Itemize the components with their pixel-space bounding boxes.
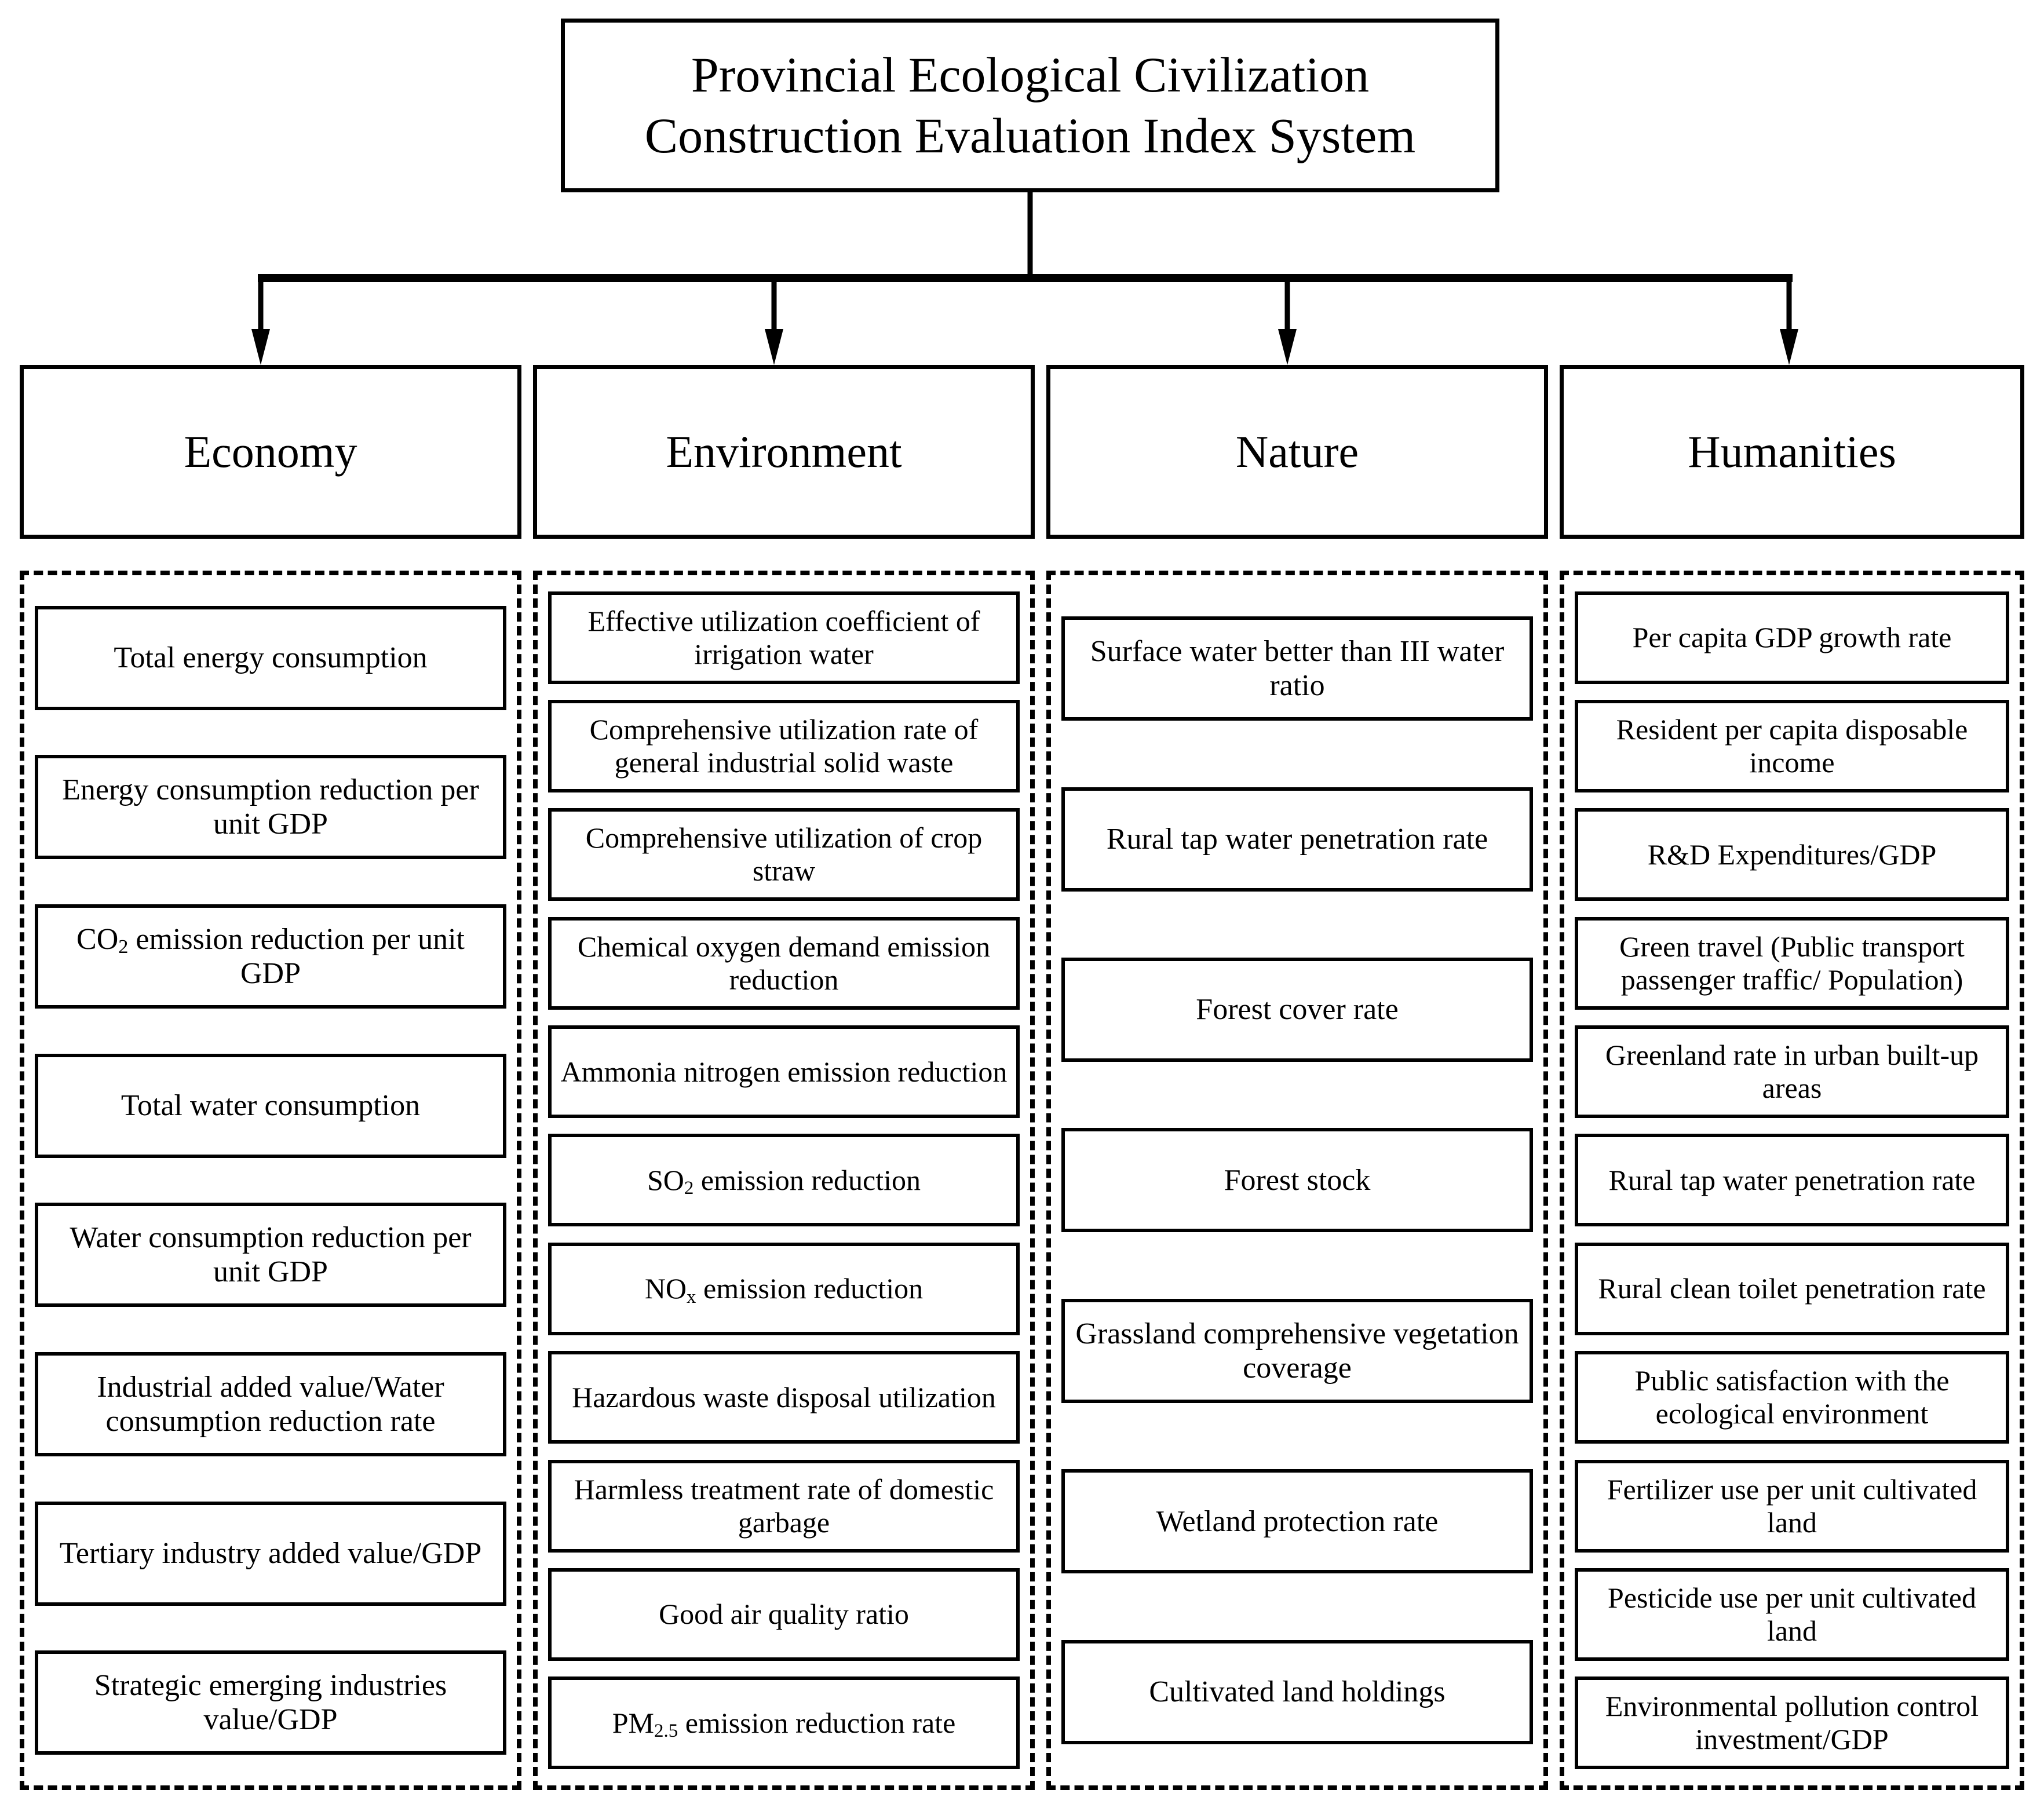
indicator-label: Water consumption reduction per unit GDP (70, 1221, 472, 1289)
category-box-humanities[interactable]: Humanities (1560, 365, 2024, 539)
indicator-label: Tertiary industry added value/GDP (59, 1536, 482, 1570)
indicator-box[interactable]: Good air quality ratio (548, 1568, 1020, 1661)
indicator-label: Harmless treatment rate of domestic garb… (574, 1473, 994, 1539)
indicator-label: Environmental pollution control investme… (1605, 1690, 1979, 1756)
indicator-box[interactable]: Green travel (Public transport passenger… (1575, 916, 2009, 1010)
indicator-label: R&D Expenditures/GDP (1647, 838, 1937, 871)
indicator-box[interactable]: Effective utilization coefficient of irr… (548, 591, 1020, 684)
indicator-label: NOx emission reduction (644, 1272, 924, 1307)
arrowhead-economy (251, 329, 270, 365)
indicator-box[interactable]: Forest cover rate (1061, 958, 1533, 1062)
indicator-group-environment: Effective utilization coefficient of irr… (533, 571, 1035, 1790)
indicator-label: Forest cover rate (1196, 993, 1399, 1027)
indicator-box[interactable]: Water consumption reduction per unit GDP (35, 1203, 506, 1307)
indicator-label: Rural tap water penetration rate (1608, 1163, 1976, 1196)
root-title-box: Provincial Ecological Civilization Const… (561, 19, 1499, 192)
indicator-box[interactable]: Industrial added value/Water consumption… (35, 1352, 506, 1456)
indicator-label: Chemical oxygen demand emission reductio… (577, 930, 991, 996)
indicator-box[interactable]: Greenland rate in urban built-up areas (1575, 1025, 2009, 1119)
indicator-box[interactable]: R&D Expenditures/GDP (1575, 808, 2009, 901)
indicator-box[interactable]: NOx emission reduction (548, 1242, 1020, 1335)
category-label-environment: Environment (666, 426, 902, 477)
connector-layer (251, 191, 1798, 365)
indicator-label: Green travel (Public transport passenger… (1619, 930, 1965, 996)
indicator-box[interactable]: SO2 emission reduction (548, 1134, 1020, 1227)
indicator-box[interactable]: Forest stock (1061, 1128, 1533, 1233)
indicator-label: Fertilizer use per unit cultivated land (1607, 1473, 1977, 1539)
indicator-box[interactable]: Pesticide use per unit cultivated land (1575, 1568, 2009, 1661)
indicator-box[interactable]: Harmless treatment rate of domestic garb… (548, 1459, 1020, 1553)
indicator-label: Total water consumption (121, 1089, 421, 1123)
indicator-box[interactable]: Surface water better than III water rati… (1061, 616, 1533, 721)
indicator-box[interactable]: PM2.5 emission reduction rate (548, 1676, 1020, 1770)
arrowhead-humanities (1780, 329, 1798, 365)
indicator-box[interactable]: Resident per capita disposable income (1575, 700, 2009, 793)
indicator-box[interactable]: Tertiary industry added value/GDP (35, 1501, 506, 1606)
indicator-label: Strategic emerging industries value/GDP (94, 1668, 447, 1737)
indicator-box[interactable]: Total water consumption (35, 1053, 506, 1158)
indicator-label: Energy consumption reduction per unit GD… (62, 773, 479, 841)
indicator-label: Rural clean toilet penetration rate (1598, 1272, 1986, 1305)
subscript: 2.5 (654, 1721, 678, 1742)
indicator-box[interactable]: Grassland comprehensive vegetation cover… (1061, 1298, 1533, 1403)
indicator-box[interactable]: Ammonia nitrogen emission reduction (548, 1025, 1020, 1119)
indicator-label: Per capita GDP growth rate (1632, 621, 1952, 654)
indicator-label: Surface water better than III water rati… (1090, 634, 1505, 703)
indicator-box[interactable]: Total energy consumption (35, 605, 506, 710)
indicator-label: Effective utilization coefficient of irr… (587, 604, 980, 670)
indicator-box[interactable]: Fertilizer use per unit cultivated land (1575, 1459, 2009, 1553)
indicator-box[interactable]: Energy consumption reduction per unit GD… (35, 755, 506, 860)
indicator-label: PM2.5 emission reduction rate (612, 1706, 956, 1742)
page-title: Provincial Ecological Civilization Const… (644, 47, 1416, 163)
indicator-label: Pesticide use per unit cultivated land (1608, 1581, 1976, 1647)
indicator-label: Hazardous waste disposal utilization (572, 1380, 996, 1413)
category-box-economy[interactable]: Economy (20, 365, 521, 539)
arrowhead-environment (765, 329, 783, 365)
category-box-environment[interactable]: Environment (533, 365, 1035, 539)
indicator-box[interactable]: Cultivated land holdings (1061, 1639, 1533, 1744)
indicator-box[interactable]: Rural tap water penetration rate (1575, 1134, 2009, 1227)
indicator-label: Comprehensive utilization rate of genera… (589, 713, 979, 779)
indicator-box[interactable]: Rural tap water penetration rate (1061, 787, 1533, 892)
indicator-box[interactable]: CO2 emission reduction per unit GDP (35, 904, 506, 1009)
indicator-box[interactable]: Chemical oxygen demand emission reductio… (548, 916, 1020, 1010)
indicator-label: Rural tap water penetration rate (1106, 822, 1488, 856)
category-box-nature[interactable]: Nature (1046, 365, 1548, 539)
indicator-box[interactable]: Comprehensive utilization of crop straw (548, 808, 1020, 901)
indicator-box[interactable]: Environmental pollution control investme… (1575, 1676, 2009, 1770)
indicator-label: Forest stock (1224, 1163, 1371, 1197)
indicator-box[interactable]: Comprehensive utilization rate of genera… (548, 700, 1020, 793)
indicator-label: CO2 emission reduction per unit GDP (76, 922, 465, 991)
indicator-label: Industrial added value/Water consumption… (97, 1370, 444, 1438)
indicator-label: Total energy consumption (114, 641, 428, 675)
indicator-label: Public satisfaction with the ecological … (1634, 1364, 1950, 1430)
indicator-label: Comprehensive utilization of crop straw (585, 821, 983, 887)
subscript: 2 (684, 1178, 694, 1199)
category-label-humanities: Humanities (1688, 426, 1896, 477)
indicator-label: Cultivated land holdings (1149, 1675, 1446, 1709)
subscript: 2 (118, 936, 129, 958)
indicator-box[interactable]: Strategic emerging industries value/GDP (35, 1650, 506, 1755)
indicator-label: Greenland rate in urban built-up areas (1605, 1039, 1979, 1105)
indicator-box[interactable]: Per capita GDP growth rate (1575, 591, 2009, 684)
category-label-nature: Nature (1235, 426, 1359, 477)
indicator-label: Grassland comprehensive vegetation cover… (1075, 1317, 1519, 1385)
arrowhead-nature (1278, 329, 1297, 365)
indicator-label: SO2 emission reduction (647, 1163, 921, 1199)
indicator-label: Resident per capita disposable income (1616, 713, 1968, 779)
indicator-group-nature: Surface water better than III water rati… (1046, 571, 1548, 1790)
indicator-label: Wetland protection rate (1156, 1504, 1439, 1538)
subscript: x (687, 1286, 696, 1307)
indicator-box[interactable]: Wetland protection rate (1061, 1469, 1533, 1574)
indicator-label: Good air quality ratio (659, 1598, 909, 1631)
indicator-box[interactable]: Hazardous waste disposal utilization (548, 1351, 1020, 1444)
indicator-box[interactable]: Rural clean toilet penetration rate (1575, 1242, 2009, 1335)
category-label-economy: Economy (184, 426, 357, 477)
indicator-box[interactable]: Public satisfaction with the ecological … (1575, 1351, 2009, 1444)
indicator-label: Ammonia nitrogen emission reduction (560, 1055, 1008, 1088)
